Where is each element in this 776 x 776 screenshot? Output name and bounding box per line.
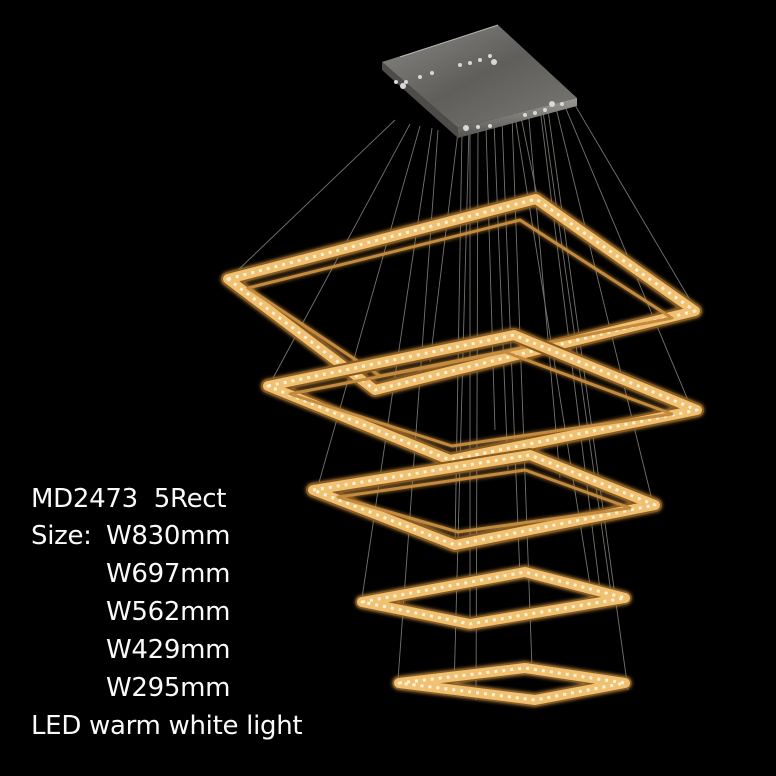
- model-type: 5Rect: [153, 484, 227, 514]
- light-type: LED warm white light: [31, 711, 303, 741]
- ring-w429: [355, 565, 632, 631]
- ring-w697: [261, 328, 704, 467]
- ceiling-canopy: [382, 24, 577, 138]
- size-w830: W830mm: [106, 521, 231, 551]
- size-label: Size:: [31, 521, 92, 551]
- size-w295: W295mm: [106, 673, 231, 703]
- model-number: MD2473: [31, 484, 138, 514]
- crystal-rings: [221, 192, 704, 707]
- ring-w562: [306, 448, 662, 552]
- ring-w295: [392, 661, 632, 707]
- size-w429: W429mm: [106, 635, 231, 665]
- size-w697: W697mm: [106, 559, 231, 589]
- model-line: MD2473 5Rect: [31, 484, 227, 514]
- ring-w830: [221, 192, 702, 397]
- size-w562: W562mm: [106, 597, 231, 627]
